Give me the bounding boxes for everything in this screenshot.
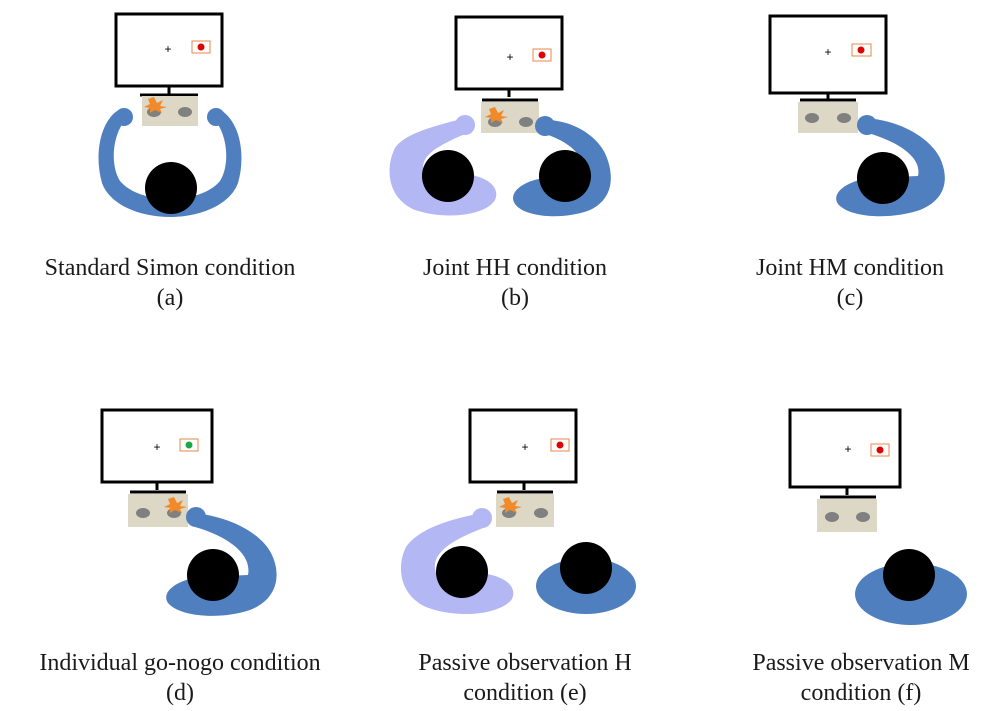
caption-b-label: (b) xyxy=(501,285,529,311)
caption-f-label: condition (f) xyxy=(800,680,922,706)
fixation-cross: + xyxy=(521,440,528,454)
fixation-cross: + xyxy=(824,45,831,59)
participant-right-head xyxy=(560,542,612,594)
participant-left-arm xyxy=(389,118,497,216)
stimulus-dot xyxy=(197,43,205,51)
panel-e-illustration: + xyxy=(400,408,636,614)
caption-c-title: Joint HM condition xyxy=(755,255,944,281)
participant-head xyxy=(145,162,197,214)
caption-c-label: (c) xyxy=(836,285,864,311)
participant-arms xyxy=(98,111,242,217)
caption-f: Passive observation M condition (f) xyxy=(720,648,1002,708)
caption-a-label: (a) xyxy=(156,285,184,311)
panel-c-illustration: + xyxy=(768,14,945,217)
participant-hand xyxy=(857,115,877,135)
participant-left-head xyxy=(436,546,488,598)
left-key xyxy=(136,508,150,518)
left-hand xyxy=(115,108,133,126)
caption-e-title: Passive observation H xyxy=(418,650,632,676)
right-key xyxy=(178,107,192,117)
stimulus-dot xyxy=(185,441,193,449)
participant-left-head xyxy=(422,150,474,202)
participant-right xyxy=(513,116,611,217)
participant-left xyxy=(400,508,514,614)
right-key xyxy=(837,113,851,123)
press-burst xyxy=(144,97,167,113)
stimulus-dot xyxy=(556,441,564,449)
caption-d-label: (d) xyxy=(166,680,194,706)
participant-left xyxy=(389,115,497,216)
participant-head xyxy=(883,549,935,601)
fixation-cross: + xyxy=(844,442,851,456)
left-key xyxy=(805,113,819,123)
stimulus-dot xyxy=(538,51,546,59)
caption-e: Passive observation H condition (e) xyxy=(360,648,690,708)
participant-hand xyxy=(186,507,206,527)
panel-f-illustration: + xyxy=(788,408,967,625)
participant-left-arm xyxy=(400,513,514,614)
left-key xyxy=(825,512,839,522)
caption-f-title: Passive observation M xyxy=(752,650,970,676)
participant-right-head xyxy=(539,150,591,202)
panel-d-illustration: + xyxy=(100,408,277,616)
participant-head xyxy=(187,549,239,601)
panel-b-illustration: + xyxy=(389,15,611,217)
panel-a-illustration: + xyxy=(98,12,242,217)
caption-c: Joint HM condition (c) xyxy=(700,253,1000,313)
fixation-cross: + xyxy=(153,440,160,454)
stimulus-dot xyxy=(876,446,884,454)
caption-b: Joint HH condition (b) xyxy=(340,253,690,313)
caption-b-title: Joint HH condition xyxy=(423,255,607,281)
participant-left-hand xyxy=(455,115,475,135)
right-hand xyxy=(207,108,225,126)
fixation-cross: + xyxy=(164,42,171,56)
fixation-cross: + xyxy=(506,50,513,64)
right-key xyxy=(534,508,548,518)
right-key xyxy=(519,117,533,127)
stimulus-dot xyxy=(857,46,865,54)
caption-e-label: condition (e) xyxy=(463,680,587,706)
monitor xyxy=(788,408,902,489)
right-key xyxy=(856,512,870,522)
caption-d: Individual go-nogo condition (d) xyxy=(0,648,360,708)
participant-right-arm xyxy=(513,120,611,217)
press-burst xyxy=(164,497,187,513)
press-burst xyxy=(499,497,522,513)
participant-left-hand xyxy=(472,508,492,528)
participant-head xyxy=(857,152,909,204)
participant xyxy=(98,108,242,217)
press-burst xyxy=(485,107,508,123)
caption-a-title: Standard Simon condition xyxy=(44,255,296,281)
caption-a: Standard Simon condition (a) xyxy=(0,253,340,313)
participant-right-hand xyxy=(535,116,555,136)
caption-d-title: Individual go-nogo condition xyxy=(39,650,321,676)
